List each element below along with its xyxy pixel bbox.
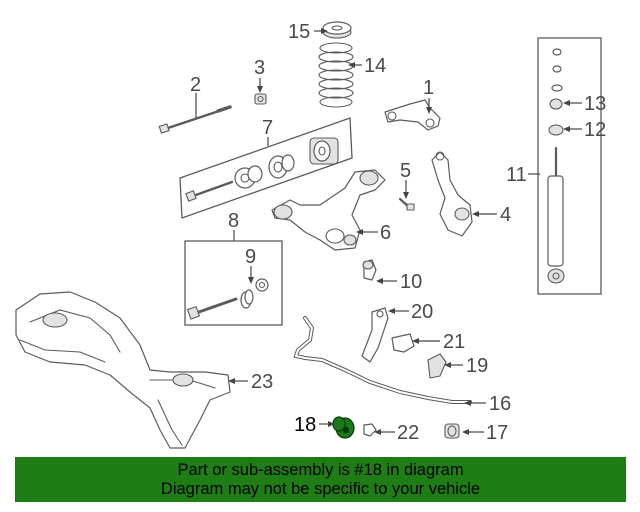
callout-13[interactable]: 13 xyxy=(584,93,606,115)
callout-8[interactable]: 8 xyxy=(228,210,239,232)
callout-6[interactable]: 6 xyxy=(380,222,391,244)
callout-5[interactable]: 5 xyxy=(400,160,411,182)
ball-joint-part[interactable] xyxy=(362,259,377,281)
callout-7[interactable]: 7 xyxy=(262,117,273,139)
highlight-info-banner: Part or sub-assembly is #18 in diagram D… xyxy=(15,457,626,502)
callout-19[interactable]: 19 xyxy=(466,355,488,377)
callout-10[interactable]: 10 xyxy=(400,271,422,293)
clip-part[interactable] xyxy=(363,423,377,437)
bushing-kit-panel[interactable] xyxy=(179,117,353,219)
callout-18[interactable]: 18 xyxy=(294,414,316,436)
bracket-part[interactable] xyxy=(391,333,415,353)
clamp-part[interactable] xyxy=(427,353,447,379)
callout-4[interactable]: 4 xyxy=(500,204,511,226)
small-bolt-part[interactable] xyxy=(398,197,415,211)
callout-20[interactable]: 20 xyxy=(411,301,433,323)
callout-2[interactable]: 2 xyxy=(190,74,201,96)
steering-knuckle-part[interactable] xyxy=(431,151,473,237)
callout-14[interactable]: 14 xyxy=(364,55,386,77)
subframe-crossmember-part[interactable] xyxy=(15,291,231,449)
callout-15[interactable]: 15 xyxy=(288,21,310,43)
callout-17[interactable]: 17 xyxy=(486,422,508,444)
banner-line-part-info: Part or sub-assembly is #18 in diagram xyxy=(177,461,464,479)
bushing-part[interactable] xyxy=(444,423,460,439)
callout-21[interactable]: 21 xyxy=(443,331,465,353)
callout-16[interactable]: 16 xyxy=(489,393,511,415)
coil-spring-part[interactable] xyxy=(318,42,354,108)
lower-control-arm-part[interactable] xyxy=(271,169,386,251)
nut-part[interactable] xyxy=(254,93,267,105)
callout-numbers: 1 2 3 4 5 6 7 8 9 10 11 12 13 14 15 16 1… xyxy=(190,21,606,444)
callout-3[interactable]: 3 xyxy=(254,57,265,79)
stabilizer-bushing-highlighted[interactable] xyxy=(332,416,355,439)
callout-1[interactable]: 1 xyxy=(423,77,434,99)
stabilizer-link-part[interactable] xyxy=(361,307,389,363)
long-bolt-part[interactable] xyxy=(158,105,232,134)
callout-23[interactable]: 23 xyxy=(251,371,273,393)
hardware-kit-panel[interactable] xyxy=(184,240,283,326)
callout-12[interactable]: 12 xyxy=(584,119,606,141)
upper-control-arm-part[interactable] xyxy=(384,99,441,131)
parts-diagram: 1 2 3 4 5 6 7 8 9 10 11 12 13 14 15 16 1… xyxy=(15,21,606,449)
callout-11[interactable]: 11 xyxy=(506,164,527,186)
banner-line-disclaimer: Diagram may not be specific to your vehi… xyxy=(160,480,481,498)
shock-absorber-panel[interactable] xyxy=(537,37,602,295)
spring-seat-part[interactable] xyxy=(322,21,352,39)
callout-9[interactable]: 9 xyxy=(245,246,256,268)
callout-22[interactable]: 22 xyxy=(397,422,419,444)
leader-lines xyxy=(195,28,582,435)
stabilizer-bar-part[interactable] xyxy=(293,316,472,404)
